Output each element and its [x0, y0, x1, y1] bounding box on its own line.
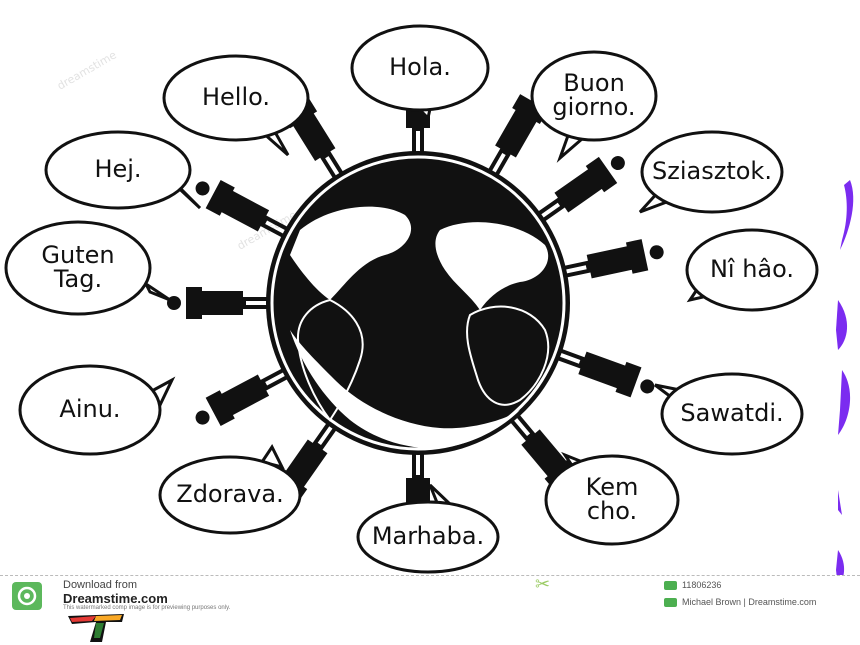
photographer-credit: Michael Brown | Dreamstime.com [664, 597, 817, 608]
greetings-diagram: dreamstime dreamstime dreamstime Hola.Bu… [4, 24, 819, 574]
bubble-outline [640, 130, 784, 214]
bubble-outline [530, 50, 658, 142]
bubble-outline [356, 500, 500, 574]
greeting-text: Zdorava. [176, 480, 283, 508]
colored-t-logo-icon [68, 614, 124, 642]
download-from-text: Download from [63, 579, 137, 591]
speech-bubble-ni-hao: Nî hâo. [685, 228, 819, 312]
person-figure [537, 156, 625, 222]
dreamstime-swirl-icon [12, 582, 42, 610]
bubble-outline [162, 54, 310, 142]
continent-south-america [296, 298, 364, 422]
ocean-highlight [290, 330, 520, 449]
greeting-text: Sziasztok. [652, 157, 772, 185]
bubble-outline [660, 372, 804, 456]
greeting-text: giorno. [552, 93, 635, 121]
continent-africa [466, 305, 550, 406]
watermark-footer: Download from Dreamstime.com This waterm… [0, 574, 860, 616]
bubble-outline [44, 130, 192, 210]
speech-bubble-zdorava: Zdorava. [158, 444, 302, 535]
bubble-outline [685, 228, 819, 312]
id-tag-icon [664, 581, 677, 591]
speech-bubble-ainu: Ainu. [18, 364, 176, 456]
greeting-text: Hej. [94, 155, 141, 183]
scissors-icon: ✂ [535, 574, 551, 594]
purple-side-marks [836, 180, 854, 588]
continent-europe [435, 222, 549, 310]
watermark-text: dreamstime [55, 48, 119, 92]
bubble-outline [4, 220, 152, 316]
greeting-text: cho. [587, 497, 637, 525]
bubble-outline [158, 455, 302, 535]
greeting-text: Sawatdi. [680, 399, 783, 427]
greeting-text: Guten [41, 241, 114, 269]
greeting-text: Buon [563, 69, 625, 97]
speech-bubble-hola: Hola. [350, 24, 490, 121]
image-id: 11806236 [664, 580, 722, 591]
greeting-text: Ainu. [59, 395, 120, 423]
greeting-text: Tag. [53, 265, 102, 293]
continent-north-america [290, 206, 412, 300]
globe [266, 151, 570, 455]
greeting-text: Hola. [389, 53, 451, 81]
speech-bubble-hello: Hello. [162, 54, 310, 157]
speech-bubble-hej: Hej. [44, 130, 202, 210]
bubble-tail [142, 279, 171, 302]
person-figure [195, 368, 289, 427]
bubble-outline [544, 454, 680, 546]
speech-bubble-marhaba: Marhaba. [356, 483, 500, 574]
bubble-outline [350, 24, 490, 112]
greeting-text: Hello. [202, 83, 270, 111]
greeting-text: Kem [586, 473, 639, 501]
speech-bubble-sziasztok: Sziasztok. [638, 130, 784, 214]
person-figure [167, 287, 268, 319]
watermark-notice: This watermarked comp image is for previ… [63, 605, 231, 611]
speech-bubble-sawatdi: Sawatdi. [654, 372, 804, 456]
greeting-text: Marhaba. [372, 522, 484, 550]
person-figure [195, 179, 289, 238]
person-figure [556, 348, 655, 398]
bubble-outline [18, 364, 162, 456]
site-name[interactable]: Dreamstime.com [63, 591, 168, 606]
person-figure [563, 239, 664, 279]
image-id-value: 11806236 [682, 580, 722, 590]
credit-value: Michael Brown | Dreamstime.com [682, 597, 817, 607]
greeting-text: Nî hâo. [710, 255, 794, 283]
credit-tag-icon [664, 598, 677, 608]
